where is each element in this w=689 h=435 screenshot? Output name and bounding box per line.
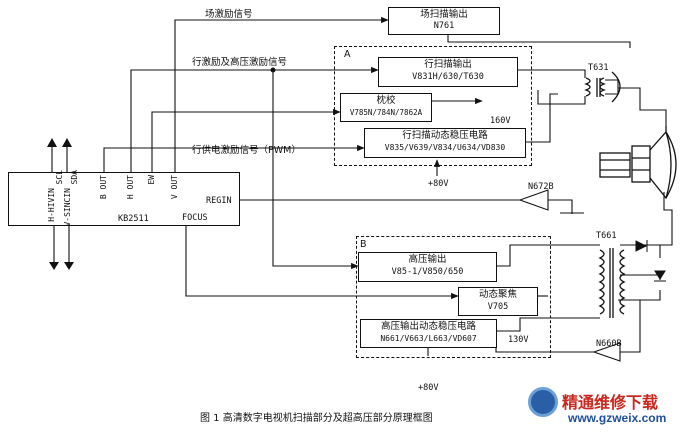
watermark-title: 精通维修下载 — [562, 393, 659, 412]
hv-output-block — [358, 252, 497, 282]
crt-tube — [599, 126, 677, 200]
n672b-label: N672B — [528, 182, 554, 192]
ic-name: KB2511 — [118, 214, 149, 224]
watermark-logo-icon — [528, 387, 558, 417]
watermark-url: www.gzweix.com — [568, 411, 667, 425]
n660b-label: N660B — [596, 339, 622, 349]
line-regulator-part: V835/V639/V834/U634/VD830 — [384, 143, 506, 152]
pin-v-out: V OUT — [170, 175, 179, 200]
pincushion-part: V785N/784N/7862A — [349, 108, 423, 117]
dynamic-focus-block — [458, 287, 538, 316]
field-scan-part: N761 — [433, 21, 455, 31]
group-b-label: B — [360, 239, 367, 250]
group-b-frame — [356, 236, 551, 358]
voltage-80v-a: +80V — [428, 179, 449, 189]
line-regulator-block — [364, 128, 526, 158]
t631-label: T631 — [588, 63, 609, 73]
hv-output-part: V85-1/V850/650 — [391, 267, 464, 277]
pin-h-out: H OUT — [126, 175, 135, 200]
voltage-160v: 160V — [490, 116, 511, 126]
line-scan-title: 行扫描输出 — [424, 59, 472, 70]
group-a-label: A — [344, 49, 351, 60]
figure-caption: 图 1 高清数字电视机扫描部分及超高压部分原理框图 — [200, 413, 433, 424]
hv-regulator-part: N661/V663/L663/VD607 — [380, 334, 477, 343]
hv-regulator-block — [360, 319, 497, 348]
pincushion-block — [340, 93, 432, 122]
pin-regin: REGIN — [206, 196, 232, 206]
pin-focus: FOCUS — [182, 213, 208, 223]
voltage-80v-b: +80V — [418, 383, 439, 393]
voltage-130v: 130V — [508, 335, 529, 345]
field-scan-output-block — [388, 7, 500, 35]
dynamic-focus-part: V705 — [487, 302, 509, 312]
dynamic-focus-title: 动态聚焦 — [478, 289, 517, 300]
hv-output-title: 高压输出 — [408, 254, 447, 265]
field-scan-title: 场扫描输出 — [420, 9, 468, 20]
pin-v-sincin: V-SINCIN — [63, 188, 72, 227]
pincushion-title: 枕校 — [376, 95, 396, 106]
pin-scl: SCL — [55, 170, 64, 185]
pin-sda: SDA — [70, 170, 79, 185]
pin-ew: EW — [147, 175, 156, 185]
line-regulator-title: 行扫描动态稳压电路 — [402, 130, 488, 141]
group-a-frame — [334, 46, 532, 166]
hv-diodes — [635, 240, 666, 282]
hv-regulator-title: 高压输出动态稳压电路 — [380, 321, 476, 332]
field-drive-label: 场激励信号 — [205, 9, 253, 20]
line-supply-drive-label: 行供电激励信号（PWM） — [192, 145, 301, 156]
line-hv-drive-label: 行激励及高压激励信号 — [192, 57, 288, 68]
kb2511-ic — [8, 172, 240, 226]
line-scan-part: V831H/630/T630 — [412, 72, 484, 82]
line-scan-output-block — [378, 57, 518, 87]
pin-b-out: B OUT — [99, 175, 108, 200]
pin-h-hivin: H-HIVIN — [47, 188, 56, 222]
t661-label: T661 — [596, 231, 617, 241]
